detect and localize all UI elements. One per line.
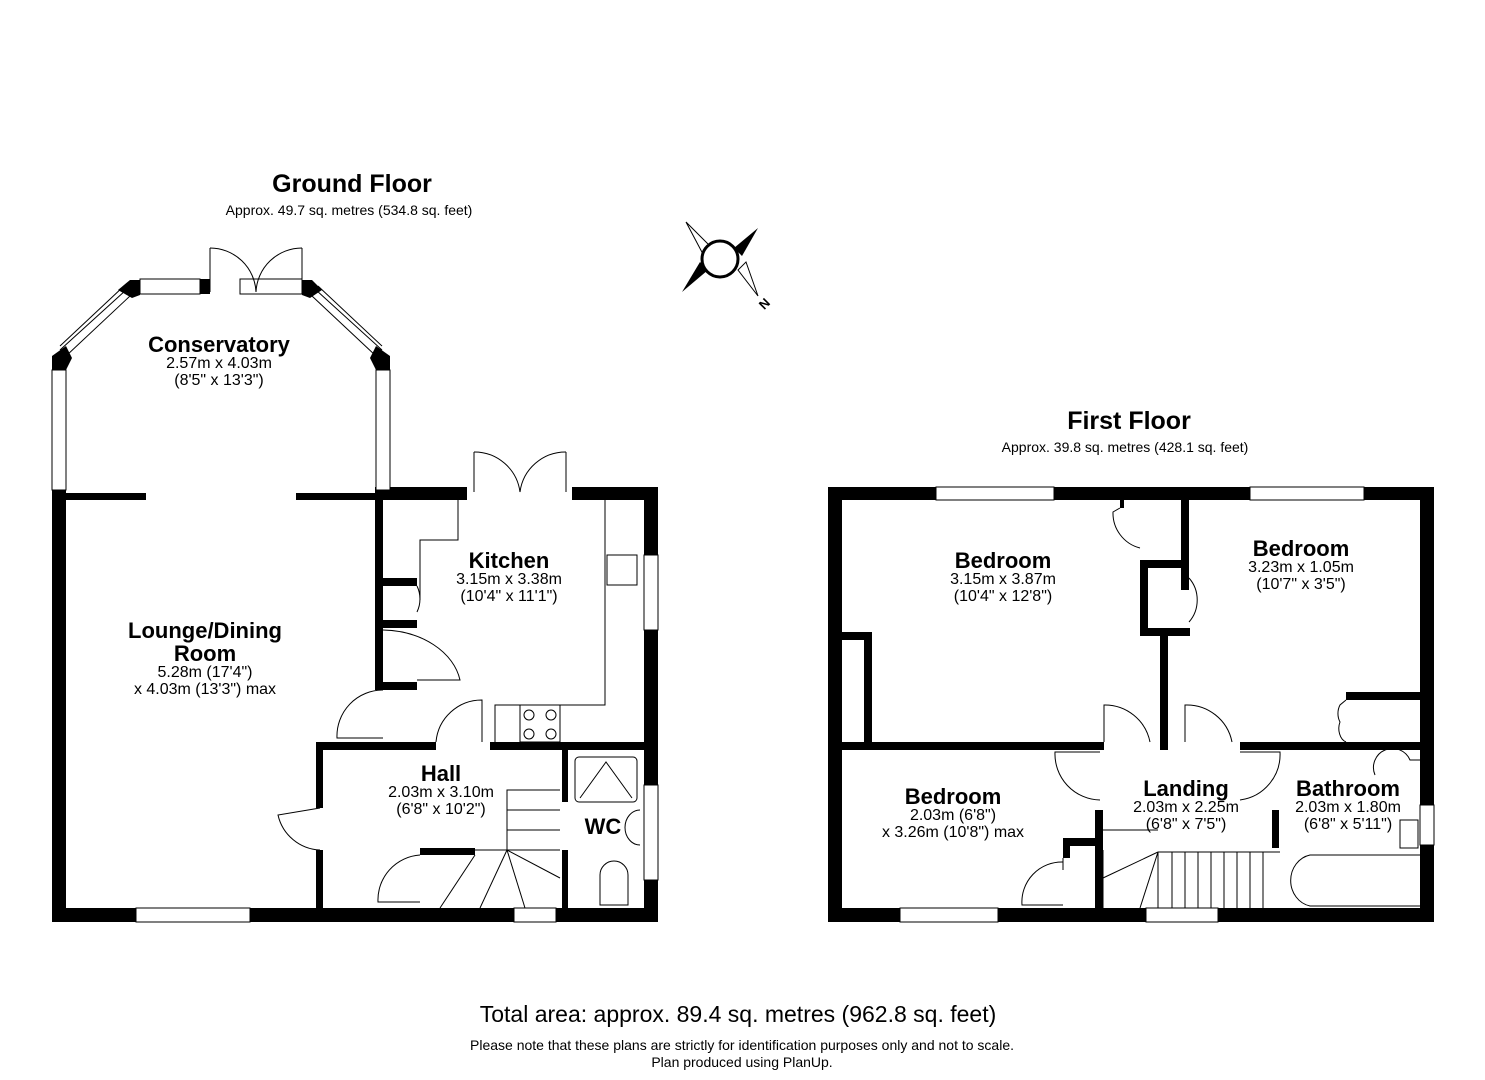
room-hall: Hall 2.03m x 3.10m (6'8" x 10'2") — [388, 761, 494, 818]
room-bathroom: Bathroom 2.03m x 1.80m (6'8" x 5'11") — [1295, 776, 1401, 833]
room-kitchen: Kitchen 3.15m x 3.38m (10'4" x 11'1") — [456, 548, 562, 605]
room-lounge-dining: Lounge/Dining Room 5.28m (17'4") x 4.03m… — [128, 618, 282, 698]
compass-north-label: N — [756, 295, 773, 312]
first-floor-area: Approx. 39.8 sq. metres (428.1 sq. feet) — [1001, 439, 1249, 455]
first-floor-title: First Floor — [1067, 407, 1191, 435]
total-area: Total area: approx. 89.4 sq. metres (962… — [479, 1001, 997, 1027]
first-floor-walls — [828, 486, 1435, 923]
ground-floor-area: Approx. 49.7 sq. metres (534.8 sq. feet) — [225, 202, 473, 218]
room-bedroom-3: Bedroom 2.03m (6'8") x 3.26m (10'8") max — [881, 784, 1025, 841]
compass-icon: N — [682, 221, 773, 312]
room-landing: Landing 2.03m x 2.25m (6'8" x 7'5") — [1133, 776, 1239, 833]
ground-floor-title: Ground Floor — [272, 170, 432, 198]
disclaimer-note: Please note that these plans are strictl… — [470, 1037, 1014, 1053]
room-wc: WC — [584, 814, 622, 839]
room-bedroom-2: Bedroom 3.23m x 1.05m (10'7" x 3'5") — [1248, 536, 1354, 593]
ground-floor-walls — [51, 247, 659, 923]
produced-by-note: Plan produced using PlanUp. — [651, 1054, 833, 1070]
room-bedroom-1: Bedroom 3.15m x 3.87m (10'4" x 12'8") — [950, 548, 1056, 605]
room-conservatory: Conservatory 2.57m x 4.03m (8'5" x 13'3"… — [148, 332, 290, 389]
